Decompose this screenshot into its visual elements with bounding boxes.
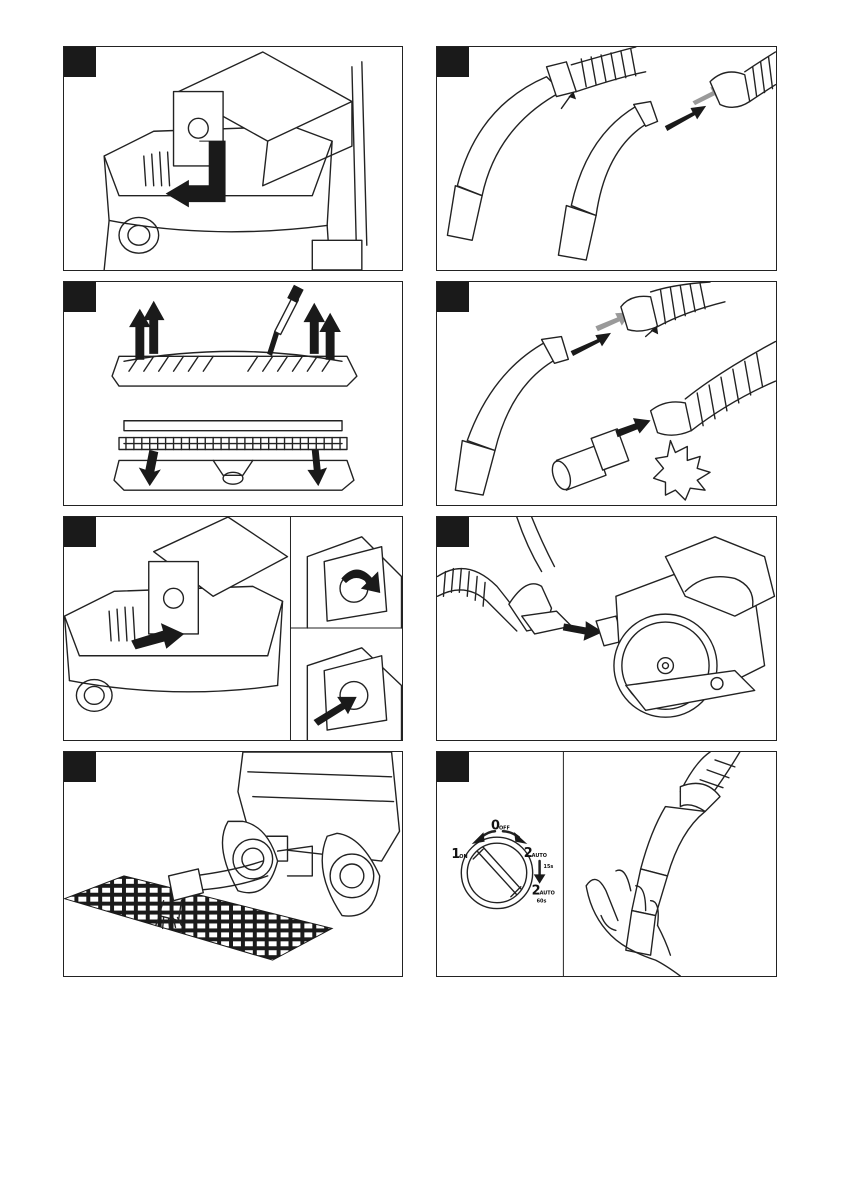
hose-adapter-illustration (437, 282, 776, 505)
power-tool-connection-illustration (437, 517, 776, 740)
mode-dial-illustration: 0 OFF 1 ON 2 AUTO 15s 2 AUTO 60s (437, 752, 776, 976)
dial-position-2b-label: AUTO (540, 891, 555, 897)
hose-on-floor-grid-illustration (64, 752, 402, 976)
panel-floor-grid (63, 751, 403, 977)
step-number-badge (64, 47, 96, 77)
panel-hose-handle (436, 46, 777, 271)
hose-handle-illustration (437, 47, 776, 270)
panel-hose-adapter (436, 281, 777, 506)
dial-delay-short: 15s (544, 864, 554, 870)
dial-position-0-label: OFF (499, 825, 510, 831)
panel-power-tool (436, 516, 777, 741)
step-number-badge (64, 752, 96, 782)
panel-bag-seal (63, 516, 403, 741)
step-number-badge (437, 282, 469, 312)
panel-bag-insert (63, 46, 403, 271)
vacuum-bag-insert-illustration (64, 47, 402, 270)
step-number-badge (437, 752, 469, 782)
step-number-badge (437, 47, 469, 77)
dial-position-1-label: ON (459, 854, 467, 860)
panel-filter-remove (63, 281, 403, 506)
bag-seal-illustration (64, 517, 402, 740)
dial-delay-long: 60s (537, 899, 547, 905)
step-number-badge (64, 517, 96, 547)
dial-position-2-label: AUTO (532, 853, 547, 859)
step-number-badge (64, 282, 96, 312)
panel-mode-dial: 0 OFF 1 ON 2 AUTO 15s 2 AUTO 60s (436, 751, 777, 977)
step-number-badge (437, 517, 469, 547)
filter-removal-illustration (64, 282, 402, 505)
